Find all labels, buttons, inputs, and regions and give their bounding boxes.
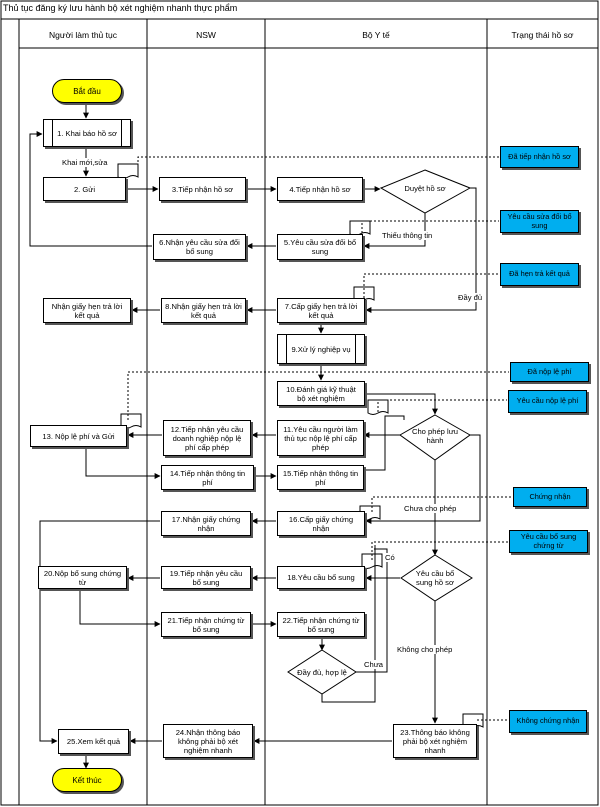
status-amend-request: Yêu cầu sửa đổi bổ sung [500,210,579,233]
decision-supplement-label: Yêu cầu bổ sung hồ sơ [415,569,455,587]
step-11-request-fee: 11.Yêu cầu người làm thủ tục nộp lệ phí … [277,420,364,456]
document-icon [361,553,383,569]
edge-label-not-allowed-yet: Chưa cho phép [404,504,457,513]
status-received: Đã tiếp nhận hồ sơ [500,146,579,168]
step-14-receive-fee-info: 14.Tiếp nhận thông tin phí [161,465,254,490]
diagram-title: Thủ tục đăng ký lưu hành bộ xét nghiệm n… [3,3,238,13]
lane-header-moh: Bộ Y tế [362,30,390,40]
step-7-issue-appointment: 7.Cấp giấy hẹn trả lời kết quả [277,298,365,323]
step-2-send: 2. Gửi [43,177,126,201]
edge-label-new-edit: Khai mới,sửa [62,158,108,167]
step-6-receive-amend: 6.Nhận yêu cầu sửa đổi bổ sung [153,234,246,260]
step-18-request-supplement: 18.Yêu cầu bổ sung [277,566,365,589]
step-12-receive-fee-request: 12.Tiếp nhận yêu cầu doanh nghiệp nộp lệ… [163,420,251,456]
status-connectors [127,156,512,721]
lane-header-status: Trạng thái hồ sơ [511,30,574,40]
step-9-process: 9.Xử lý nghiệp vụ [277,334,365,364]
step-22-receive-documents: 22.Tiếp nhận chứng từ bổ sung [277,612,365,637]
receive-appointment: Nhận giấy hẹn trả lời kết quả [43,298,131,323]
step-23-notify-not-rapid-test: 23.Thông báo không phải bộ xét nghiệm nh… [393,724,477,758]
edge-label-yes: Có [385,553,395,562]
status-fee-paid: Đã nộp lệ phí [510,362,589,382]
step-1-declare: 1. Khai báo hồ sơ [43,119,131,147]
start-terminal: Bắt đầu [52,79,122,103]
step-25-view-result: 25.Xem kết quả [58,729,129,754]
step-24-receive-notification: 24.Nhận thông báo không phải bộ xét nghi… [163,724,253,758]
step-4-receive: 4.Tiếp nhận hồ sơ [277,177,363,201]
decision-complete-label: Đầy đủ, hợp lệ [297,667,347,677]
step-13-pay-send: 13. Nộp lệ phí và Gửi [30,425,127,447]
edge-label-complete: Đầy đủ [458,293,483,302]
step-21-receive-documents: 21.Tiếp nhận chứng từ bổ sung [161,612,251,637]
step-16-issue-certificate: 16.Cấp giấy chứng nhận [277,511,365,536]
lane-header-nsw: NSW [196,30,216,40]
step-17-receive-certificate: 17.Nhận giấy chứng nhận [161,511,251,536]
status-appointment: Đã hẹn trả kết quả [500,263,579,286]
status-supplement-docs: Yêu cầu bổ sung chứng từ [509,530,588,553]
edge-label-missing-info: Thiếu thông tin [382,231,433,240]
edge-label-not-allowed: Không cho phép [397,645,453,654]
status-fee-request: Yêu cầu nộp lệ phí [508,390,587,413]
step-20-submit-documents: 20.Nộp bổ sung chứng từ [38,566,127,589]
status-certified: Chứng nhận [513,487,587,507]
step-10-evaluate: 10.Đánh giá kỹ thuật bộ xét nghiệm [277,381,365,406]
status-not-certified: Không chứng nhận [509,710,587,733]
decision-allow-label: Cho phép lưu hành [411,427,459,445]
step-19-receive-supplement-request: 19.Tiếp nhận yêu cầu bổ sung [161,566,251,589]
lane-header-applicant: Người làm thủ tục [49,30,117,40]
step-3-receive: 3.Tiếp nhận hồ sơ [159,177,246,201]
step-15-receive-fee-info: 15.Tiếp nhận thông tin phí [277,465,364,490]
step-5-request-amend: 5.Yêu cầu sửa đổi bổ sung [277,234,363,260]
decision-review-label: Duyệt hồ sơ [404,183,446,193]
edge-label-not-yet: Chưa [364,660,384,669]
step-8-receive-appointment: 8.Nhận giấy hẹn trả lời kết quả [161,298,246,323]
end-terminal: Kết thúc [52,768,122,792]
